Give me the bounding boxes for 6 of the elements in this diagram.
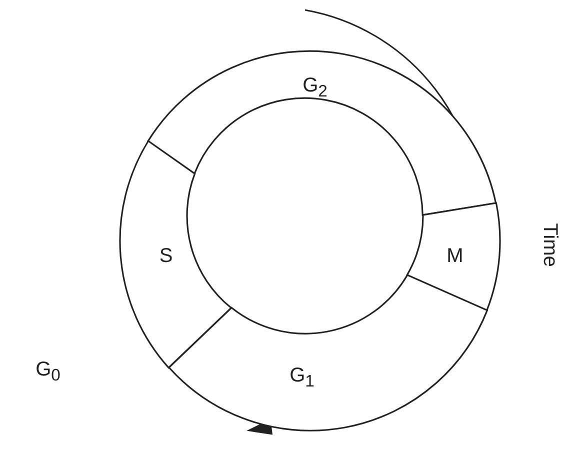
phase-label: M (446, 246, 464, 266)
phase-label: S (159, 246, 173, 266)
phase-label: G$_{1}$ (290, 366, 314, 390)
axis-label: Time (540, 223, 560, 267)
phase-label: G$_{2}$ (302, 76, 328, 100)
resting-phase-label: G$_{0}$ (36, 360, 60, 384)
